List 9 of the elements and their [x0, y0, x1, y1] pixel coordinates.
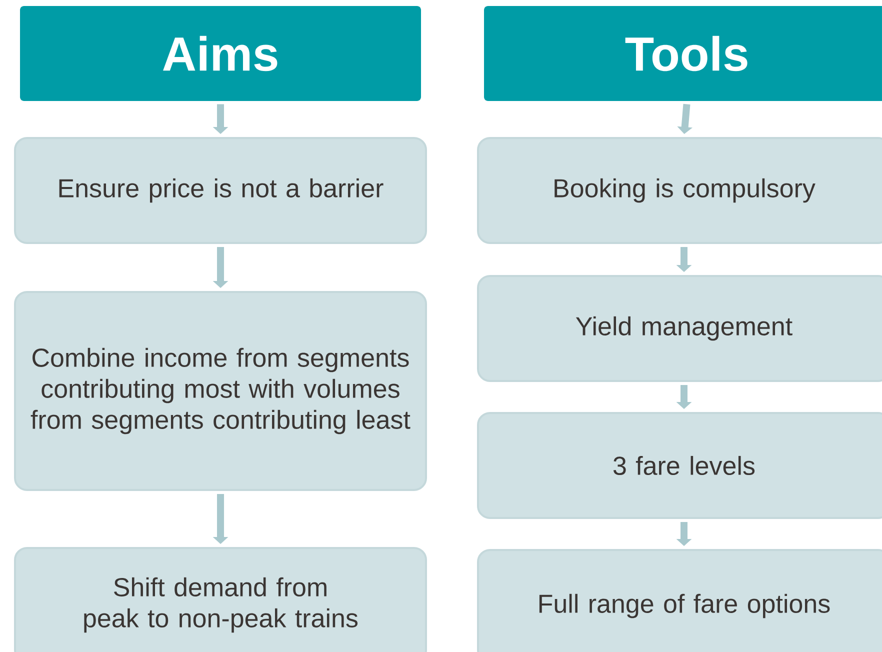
heading-box: Aims: [20, 6, 421, 101]
heading-box: Tools: [484, 6, 882, 101]
process-box: Combine income from segments contributing most with volumes from segments contributing least: [14, 291, 427, 491]
process-box: 3 fare levels: [477, 412, 882, 519]
process-box: Booking is compulsory: [477, 137, 882, 244]
process-box: Shift demand from peak to non-peak trains: [14, 547, 427, 652]
process-box: Ensure price is not a barrier: [14, 137, 427, 244]
process-box: Full range of fare options: [477, 549, 882, 652]
process-box: Yield management: [477, 275, 882, 382]
